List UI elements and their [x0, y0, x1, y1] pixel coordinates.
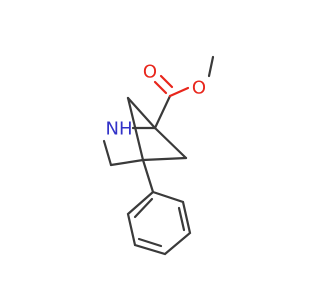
molecule-drawing: NH O O	[102, 55, 215, 256]
phenyl-double-2	[137, 237, 163, 248]
ester-oxygen-label: O	[192, 78, 206, 99]
bond-c1-bridge-top	[126, 96, 157, 130]
phenyl-double-1	[177, 206, 186, 232]
phenyl-double-3	[133, 197, 154, 219]
phenyl-ring	[126, 158, 192, 256]
bond-ester-o-methyl	[207, 55, 215, 78]
carbonyl-oxygen-label: O	[143, 62, 157, 83]
bond-carbonyl-double-a	[153, 80, 168, 95]
phenyl-hexagon	[126, 190, 192, 256]
bond-c1-bridge-right	[153, 126, 188, 160]
bond-c1-carbonyl	[153, 94, 172, 130]
structure-canvas: NH O O	[102, 55, 215, 256]
nitrogen-label: NH	[106, 119, 133, 140]
bond-c4-phenyl	[141, 158, 155, 194]
bicyclic-cage	[102, 96, 188, 167]
bond-nitrogen-ch2	[102, 139, 113, 167]
bond-ch2-c4	[109, 158, 145, 167]
bond-bridge-right-c4	[141, 156, 188, 162]
bond-carbonyl-double-b	[159, 74, 174, 89]
bond-carbonyl-ester-o	[168, 86, 190, 98]
ester-group	[153, 55, 215, 130]
